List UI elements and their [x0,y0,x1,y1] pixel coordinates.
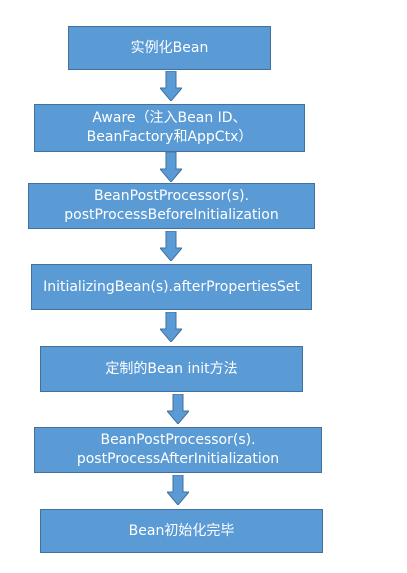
step-1-line-1: 实例化Bean [130,39,209,56]
step-instantiate-bean: 实例化Bean [68,26,271,70]
step-post-process-after-init: BeanPostProcessor(s). postProcessAfterIn… [34,427,322,473]
down-arrow-2 [160,152,182,182]
step-7-line-1: Bean初始化完毕 [128,522,235,539]
step-6-line-1: BeanPostProcessor(s). [100,432,256,448]
step-5-line-1: 定制的Bean init方法 [105,360,238,377]
step-6-line-2: postProcessAfterInitialization [76,451,280,467]
step-3-line-2: postProcessBeforeInitialization [64,207,279,223]
down-arrow-1 [160,71,182,101]
step-after-properties-set: InitializingBean(s).afterPropertiesSet [31,264,312,310]
step-custom-init-method: 定制的Bean init方法 [40,346,303,392]
down-arrow-4 [160,312,182,342]
step-2-line-2: BeanFactory和AppCtx） [86,129,253,145]
down-arrow-3 [160,231,182,261]
step-4-line-1: InitializingBean(s).afterPropertiesSet [43,278,300,295]
step-aware-injection: Aware（注入Bean ID、 BeanFactory和AppCtx） [34,104,305,152]
step-post-process-before-init: BeanPostProcessor(s). postProcessBeforeI… [28,183,315,229]
step-3-line-1: BeanPostProcessor(s). [93,188,250,204]
down-arrow-6 [167,475,189,505]
step-bean-init-complete: Bean初始化完毕 [40,509,323,553]
step-2-line-1: Aware（注入Bean ID、 [92,110,247,126]
down-arrow-5 [167,394,189,424]
